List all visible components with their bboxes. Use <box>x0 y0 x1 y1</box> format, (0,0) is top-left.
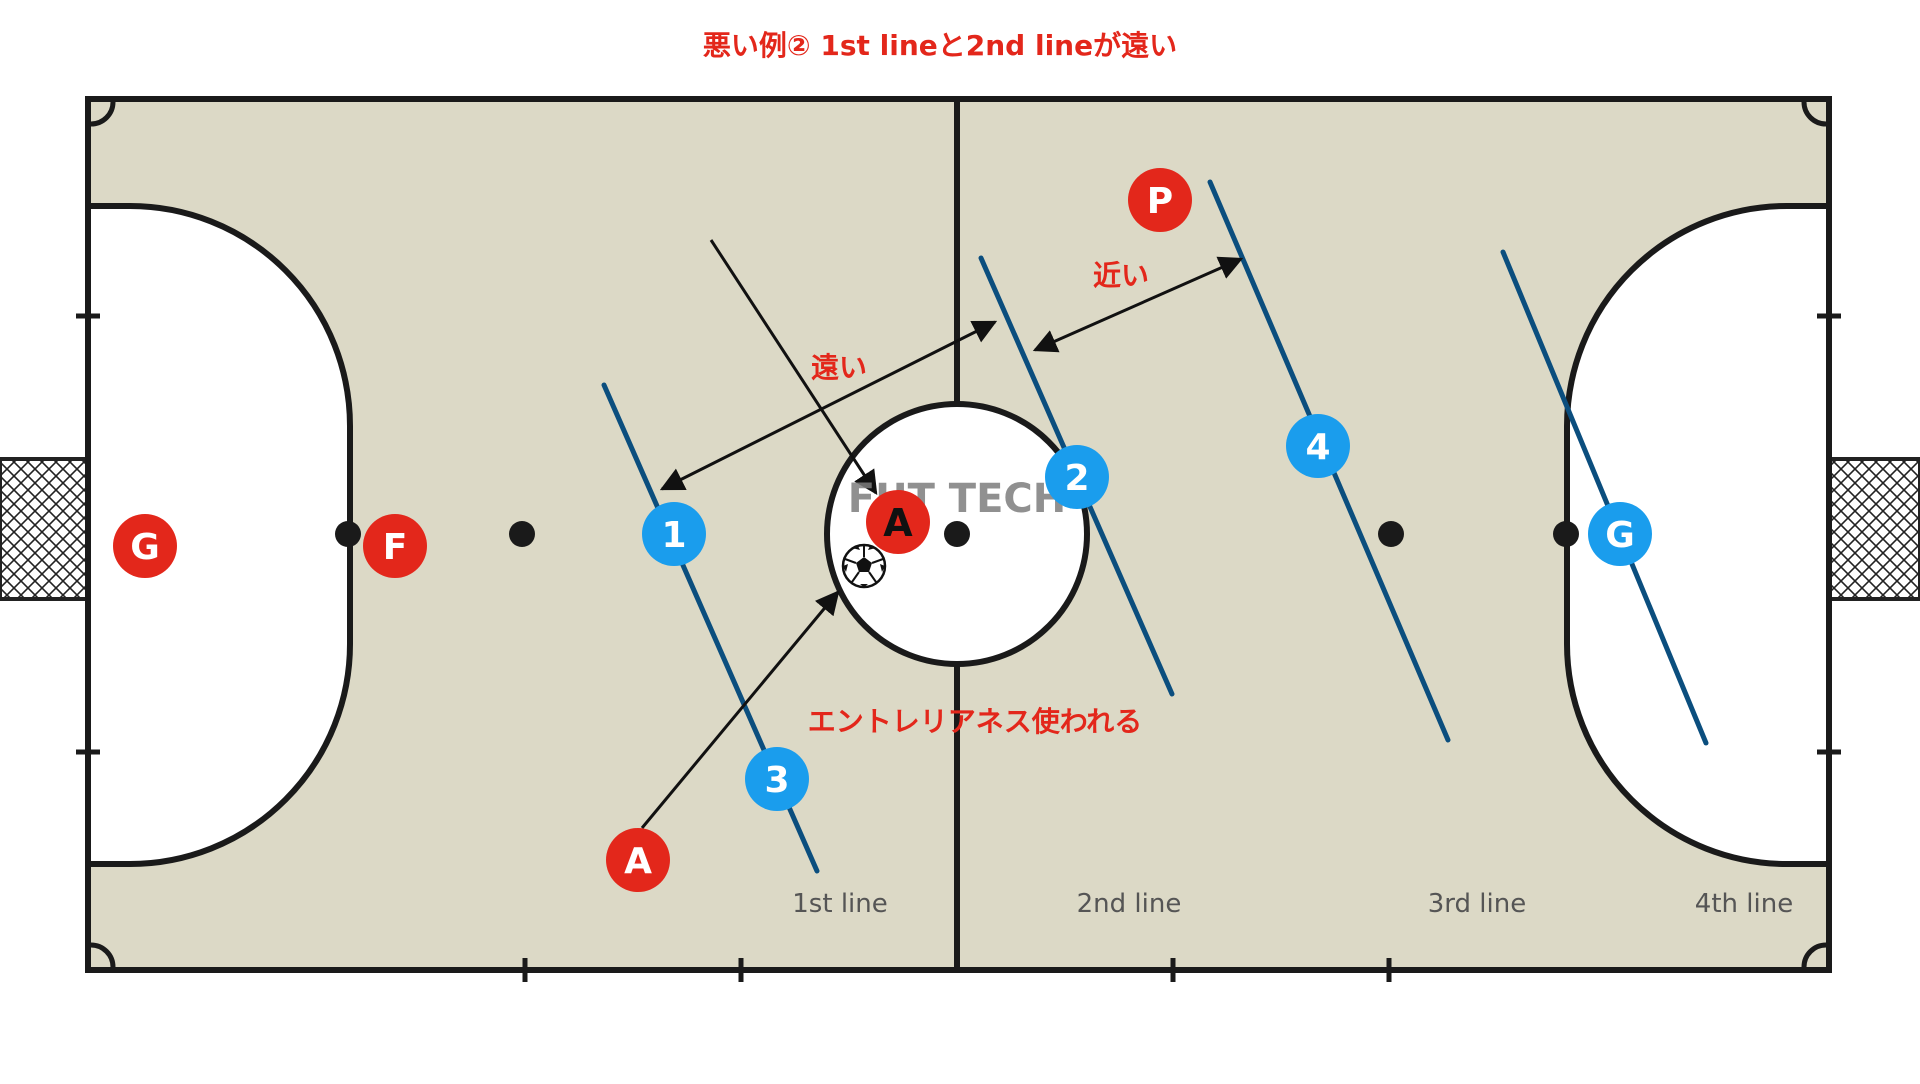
player-blue-1-label: 1 <box>661 515 686 556</box>
player-red-f-label: F <box>383 527 408 568</box>
corner-arc-bl <box>90 942 116 968</box>
right-penalty-spot <box>1553 521 1579 547</box>
player-red-p[interactable]: P <box>1128 168 1192 232</box>
player-blue-3-label: 3 <box>764 760 789 801</box>
arrows <box>640 239 1244 829</box>
far-distance-arrow <box>659 320 998 491</box>
player-red-a-bottom[interactable]: A <box>606 828 670 892</box>
player-red-goalkeeper-label: G <box>130 527 160 568</box>
corner-arc-tr <box>1801 101 1827 127</box>
right-second-penalty-spot <box>1378 521 1404 547</box>
left-penalty-spot <box>335 521 361 547</box>
player-blue-goalkeeper[interactable]: G <box>1588 502 1652 566</box>
corner-arc-tl <box>90 101 116 127</box>
player-red-a-bottom-label: A <box>624 841 652 882</box>
player-red-a-center-label: A <box>883 501 913 545</box>
fourth-defensive-line <box>1500 249 1709 746</box>
player-blue-2[interactable]: 2 <box>1045 445 1109 509</box>
player-blue-3[interactable]: 3 <box>745 747 809 811</box>
player-blue-4-label: 4 <box>1305 427 1330 468</box>
boundary-ticks <box>76 313 1841 982</box>
player-blue-4[interactable]: 4 <box>1286 414 1350 478</box>
goal-net-icon-right <box>1828 457 1920 601</box>
near-annotation: 近い <box>1093 259 1149 292</box>
player-red-a-center[interactable]: A <box>866 490 930 554</box>
page-title: 悪い例② 1st lineと2nd lineが遠い <box>703 29 1177 62</box>
center-spot <box>944 521 970 547</box>
player-red-goalkeeper[interactable]: G <box>113 514 177 578</box>
entre-linhas-annotation: エントレリアネス使われる <box>808 705 1143 738</box>
far-annotation: 遠い <box>811 351 867 384</box>
player-blue-goalkeeper-label: G <box>1605 515 1635 556</box>
player-blue-1[interactable]: 1 <box>642 502 706 566</box>
first-line-label: 1st line <box>792 889 887 919</box>
third-line-label: 3rd line <box>1428 889 1526 919</box>
pass-arrow <box>640 590 840 829</box>
left-penalty-area <box>85 203 353 867</box>
corner-arc-br <box>1801 942 1827 968</box>
left-second-penalty-spot <box>509 521 535 547</box>
player-red-p-label: P <box>1147 181 1173 222</box>
second-line-label: 2nd line <box>1077 889 1182 919</box>
player-red-f[interactable]: F <box>363 514 427 578</box>
soccer-ball-icon[interactable] <box>841 543 887 589</box>
right-penalty-area <box>1564 203 1832 867</box>
goal-net-icon-left <box>0 457 90 601</box>
near-distance-arrow <box>1032 256 1244 353</box>
fourth-line-label: 4th line <box>1695 889 1793 919</box>
player-blue-2-label: 2 <box>1064 458 1089 499</box>
